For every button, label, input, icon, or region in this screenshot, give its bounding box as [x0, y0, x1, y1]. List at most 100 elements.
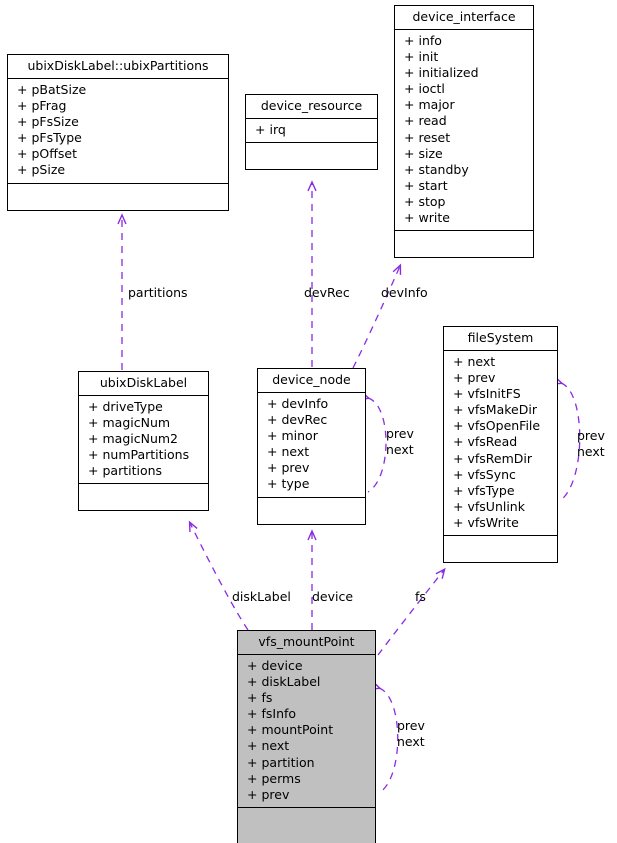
class-title: vfs_mountPoint [238, 631, 375, 655]
member-name: device [261, 658, 303, 673]
visibility-marker: + [404, 161, 415, 177]
member-name: info [418, 33, 442, 48]
member-row: +info [395, 33, 533, 49]
member-name: next [281, 444, 310, 460]
class-title: device_resource [246, 95, 377, 119]
visibility-marker: + [247, 786, 258, 802]
edge-label-partitions: partitions [128, 285, 188, 300]
member-name: magicNum2 [102, 431, 179, 447]
member-name: magicNum [102, 415, 171, 431]
member-name: mountPoint [261, 722, 334, 738]
visibility-marker: + [404, 210, 415, 226]
visibility-marker: + [247, 658, 258, 673]
member-name: ioctl [418, 81, 445, 97]
member-row: +device [238, 658, 375, 674]
visibility-marker: + [404, 177, 415, 193]
member-row: +vfsType [444, 483, 557, 499]
member-name: pOffset [31, 146, 77, 162]
visibility-marker: + [453, 466, 464, 482]
edge-devInfo [352, 263, 402, 369]
class-box-device-node[interactable]: device_node +devInfo +devRec +minor +nex… [257, 368, 366, 525]
visibility-marker: + [453, 386, 464, 402]
edge-device-node-selfloop [359, 391, 387, 493]
member-row: +vfsRead [444, 434, 557, 450]
member-name: driveType [102, 399, 163, 414]
member-row: +prev [238, 787, 375, 803]
member-row: +next [238, 738, 375, 754]
edge-label-devrec: devRec [304, 285, 350, 300]
visibility-marker: + [88, 415, 99, 431]
member-name: reset [418, 129, 451, 145]
member-row: +major [395, 97, 533, 113]
member-row: +perms [238, 771, 375, 787]
member-row: +start [395, 178, 533, 194]
visibility-marker: + [453, 370, 464, 386]
member-name: diskLabel [261, 674, 321, 690]
member-name: pBatSize [31, 82, 87, 97]
visibility-marker: + [88, 447, 99, 463]
edge-mountpoint-selfloop [370, 681, 399, 794]
visibility-marker: + [255, 122, 266, 137]
member-name: vfsMakeDir [467, 402, 537, 418]
member-name: vfsRead [467, 434, 518, 450]
class-title: fileSystem [444, 327, 557, 351]
class-members: +driveType +magicNum +magicNum2 +numPart… [79, 396, 208, 485]
visibility-marker: + [453, 434, 464, 450]
member-row: +pOffset [8, 146, 228, 162]
member-name: major [418, 97, 455, 113]
member-name: numPartitions [102, 447, 190, 463]
edge-label-fs: fs [415, 589, 426, 604]
member-row: +devInfo [258, 396, 365, 412]
member-name: initialized [418, 65, 479, 81]
member-row: +fsInfo [238, 706, 375, 722]
visibility-marker: + [453, 450, 464, 466]
member-name: vfsType [467, 482, 515, 498]
visibility-marker: + [17, 162, 28, 178]
visibility-marker: + [453, 418, 464, 434]
member-name: standby [418, 161, 469, 177]
class-members: +next +prev +vfsInitFS +vfsMakeDir +vfsO… [444, 351, 557, 537]
member-row: +pBatSize [8, 82, 228, 98]
member-name: pFsType [31, 130, 82, 146]
member-name: devInfo [281, 396, 329, 411]
visibility-marker: + [453, 354, 464, 369]
member-row: +vfsMakeDir [444, 402, 557, 418]
member-name: next [467, 354, 496, 369]
class-methods-section [238, 808, 375, 843]
member-row: +standby [395, 162, 533, 178]
visibility-marker: + [88, 463, 99, 479]
visibility-marker: + [247, 674, 258, 690]
edge-diskLabel [188, 520, 249, 631]
visibility-marker: + [17, 82, 28, 97]
member-name: partitions [102, 463, 163, 479]
member-row: +numPartitions [79, 447, 208, 463]
member-row: +pFsType [8, 130, 228, 146]
member-name: write [418, 210, 450, 226]
member-row: +size [395, 146, 533, 162]
visibility-marker: + [267, 460, 278, 476]
class-box-file-system[interactable]: fileSystem +next +prev +vfsInitFS +vfsMa… [443, 326, 558, 564]
class-box-ubix-disk-label[interactable]: ubixDiskLabel +driveType +magicNum +magi… [78, 371, 209, 512]
class-box-device-resource[interactable]: device_resource +irq [245, 94, 378, 171]
visibility-marker: + [404, 65, 415, 81]
visibility-marker: + [247, 770, 258, 786]
member-row: +magicNum [79, 415, 208, 431]
member-name: vfsInitFS [467, 386, 521, 402]
member-name: vfsSync [467, 466, 516, 482]
visibility-marker: + [247, 738, 258, 754]
member-row: +mountPoint [238, 722, 375, 738]
class-box-device-interface[interactable]: device_interface +info +init +initialize… [394, 5, 534, 259]
member-row: +read [395, 113, 533, 129]
visibility-marker: + [267, 428, 278, 444]
member-row: +vfsRemDir [444, 451, 557, 467]
member-row: +prev [258, 460, 365, 476]
edge-label-mountpoint-next: next [397, 734, 425, 749]
member-row: +next [444, 354, 557, 370]
visibility-marker: + [247, 706, 258, 722]
class-members: +irq [246, 119, 377, 144]
member-row: +vfsUnlink [444, 499, 557, 515]
class-methods-section [246, 143, 377, 169]
class-box-vfs-mountpoint[interactable]: vfs_mountPoint +device +diskLabel +fs +f… [237, 630, 376, 843]
class-box-ubix-partitions[interactable]: ubixDiskLabel::ubixPartitions +pBatSize … [7, 54, 229, 211]
member-row: +diskLabel [238, 674, 375, 690]
